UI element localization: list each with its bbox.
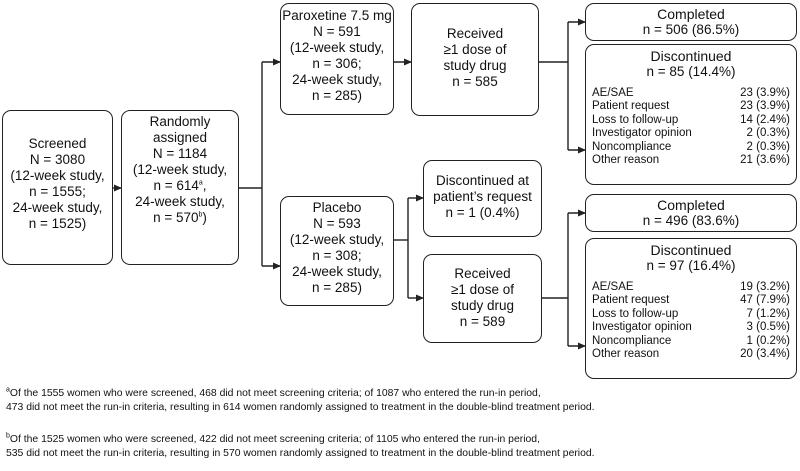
paroxetine-received-count: n = 585 xyxy=(452,74,498,89)
placebo-discontinued-title: Discontinued xyxy=(650,242,732,258)
screened-total: N = 3080 xyxy=(29,152,86,167)
placebo-line: (12-week study, xyxy=(289,232,385,247)
placebo-completed-box: Completed n = 496 (83.6%) xyxy=(585,194,797,232)
paroxetine-completed-box: Completed n = 506 (86.5%) xyxy=(585,3,797,41)
footnote-a: aOf the 1555 women who were screened, 46… xyxy=(6,387,595,415)
randomized-line: n = 614a, xyxy=(153,178,207,193)
placebo-completed-title: Completed xyxy=(657,197,725,213)
paroxetine-received-line: ≥1 dose of xyxy=(443,42,507,57)
paroxetine-line: n = 306; xyxy=(312,56,362,71)
footnote-b-line1: bOf the 1525 women who were screened, 42… xyxy=(6,432,540,445)
randomized-line: 24-week study, xyxy=(135,194,225,209)
placebo-received-box: Received ≥1 dose of study drug n = 589 xyxy=(423,254,542,343)
screened-title: Screened xyxy=(28,136,87,151)
paroxetine-received-line: Received xyxy=(446,26,504,41)
placebo-total: N = 593 xyxy=(313,216,361,231)
footnote-mark-a: a xyxy=(198,179,203,187)
placebo-discontinued-count: n = 97 (16.4%) xyxy=(646,258,736,273)
paroxetine-line: (12-week study, xyxy=(289,40,385,55)
placebo-line: 24-week study, xyxy=(292,264,382,279)
placebo-received-line: ≥1 dose of xyxy=(451,282,514,297)
paroxetine-box: Paroxetine 7.5 mg N = 591 (12-week study… xyxy=(280,3,394,115)
paroxetine-discontinued-title: Discontinued xyxy=(650,48,732,64)
placebo-disc-request-line: patient’s request xyxy=(433,189,532,204)
paroxetine-total: N = 591 xyxy=(313,24,361,39)
randomized-total: N = 1184 xyxy=(152,146,208,161)
placebo-line: n = 285) xyxy=(312,280,362,295)
randomized-box: Randomly assigned N = 1184 (12-week stud… xyxy=(121,110,239,265)
screened-line: (12-week study, xyxy=(10,168,105,183)
randomized-title-2: assigned xyxy=(152,130,208,145)
placebo-disc-request-count: n = 1 (0.4%) xyxy=(445,205,520,220)
placebo-completed-count: n = 496 (83.6%) xyxy=(642,213,740,228)
randomized-title: Randomly xyxy=(149,114,211,129)
paroxetine-line: n = 285) xyxy=(312,88,362,103)
footnote-a-line2: 473 did not meet the run-in criteria, re… xyxy=(6,402,595,413)
placebo-line: n = 308; xyxy=(312,248,362,263)
placebo-disc-request-box: Discontinued at patient’s request n = 1 … xyxy=(423,160,542,237)
placebo-received-line: Received xyxy=(454,266,511,281)
paroxetine-discontinued-count: n = 85 (14.4%) xyxy=(646,64,736,79)
placebo-title: Placebo xyxy=(312,200,362,215)
screened-line: 24-week study, xyxy=(12,200,103,215)
screened-box: Screened N = 3080 (12-week study, n = 15… xyxy=(2,110,113,265)
paroxetine-line: 24-week study, xyxy=(292,72,382,87)
paroxetine-completed-count: n = 506 (86.5%) xyxy=(642,22,740,37)
randomized-line: n = 570b) xyxy=(153,210,207,225)
footnote-b: bOf the 1525 women who were screened, 42… xyxy=(6,433,595,461)
paroxetine-completed-title: Completed xyxy=(657,6,725,22)
screened-line: n = 1555; xyxy=(29,184,86,199)
footnote-mark-b: b xyxy=(198,211,203,219)
placebo-received-line: study drug xyxy=(450,298,515,313)
placebo-box: Placebo N = 593 (12-week study, n = 308;… xyxy=(280,196,394,306)
screened-line: n = 1525) xyxy=(28,216,87,231)
footnote-a-line1: aOf the 1555 women who were screened, 46… xyxy=(6,386,541,399)
footnote-b-line2: 535 did not meet the run-in criteria, re… xyxy=(6,448,595,459)
paroxetine-received-box: Received ≥1 dose of study drug n = 585 xyxy=(411,3,539,116)
randomized-line: (12-week study, xyxy=(132,162,228,177)
placebo-disc-request-line: Discontinued at xyxy=(435,173,530,188)
paroxetine-title: Paroxetine 7.5 mg xyxy=(282,8,392,23)
paroxetine-received-line: study drug xyxy=(443,58,507,73)
placebo-received-count: n = 589 xyxy=(459,314,506,329)
